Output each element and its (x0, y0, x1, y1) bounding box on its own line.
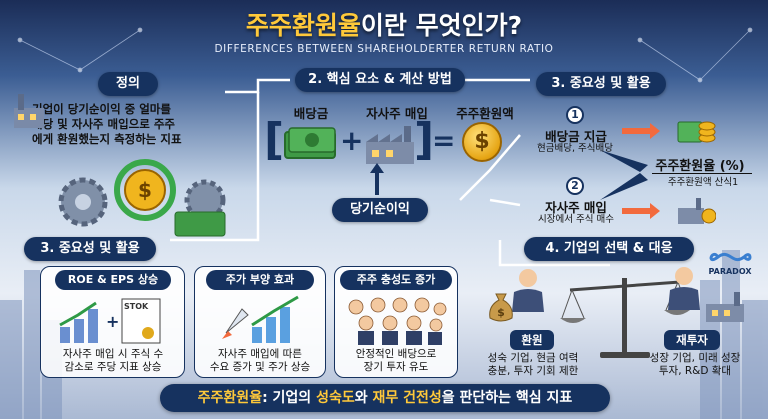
step-1-number: 1 (566, 106, 584, 124)
page-subtitle: DIFFERENCES BETWEEN SHAREHOLDERTER RETUR… (214, 43, 554, 55)
step-2-number: 2 (566, 177, 584, 195)
result-title: 주주환원율 (%) (655, 159, 745, 174)
footer-banner: 주주환원율: 기업의 성숙도와 재무 건전성을 판단하는 핵심 지표 (160, 384, 610, 412)
benefit-price-title: 주가 부양 효과 (206, 270, 314, 290)
return-desc: 성숙 기업, 현금 여력 충분, 투자 기회 제한 (487, 352, 579, 377)
reinvest-tag: 재투자 (664, 330, 720, 350)
buyback-label: 자사주 매입 (366, 106, 428, 121)
stock-certificate-label: STOK (124, 302, 149, 311)
page-title: 주주환원율이란 무엇인가? (245, 11, 523, 40)
bar-chart-icon: + (59, 298, 161, 344)
equals-sign: = (432, 124, 456, 157)
people-group-icon (348, 297, 447, 345)
svg-text:$: $ (138, 178, 152, 202)
reinvest-desc: 성장 기업, 미래 성장 투자, R&D 확대 (649, 352, 741, 377)
svg-text:$: $ (497, 306, 505, 319)
bracket-close: ] (414, 114, 435, 165)
paradox-logo-icon (709, 252, 752, 262)
return-tag: 환원 (510, 330, 554, 350)
result-divider (652, 173, 752, 174)
money-bag-icon: $ (489, 293, 513, 322)
result-sub: 주주환원액 산식1 (667, 177, 739, 188)
step-2-sub: 시장에서 주식 매수 (538, 214, 614, 225)
benefit-price-desc: 자사주 매입에 따른 수요 증가 및 주가 상승 (209, 348, 311, 373)
importance-left-label: 3. 중요성 및 활용 (24, 237, 156, 261)
bracket-open: [ (264, 114, 285, 165)
gears-coin-icon: $ (58, 159, 226, 237)
cash-icon (284, 127, 336, 159)
net-income-label: 당기순이익 (332, 198, 428, 222)
reinvest-factory-icon (706, 292, 744, 322)
importance-right-label: 3. 중요성 및 활용 (536, 72, 666, 96)
step-1-sub: 현금배당, 주식배당 (537, 143, 613, 154)
businessman-right-icon (668, 267, 700, 310)
formula-label: 2. 핵심 요소 & 계산 방법 (295, 68, 465, 92)
strategy-label: 4. 기업의 선택 & 대응 (524, 237, 694, 261)
benefit-loyalty-desc: 안정적인 배당으로 장기 투자 유도 (355, 348, 437, 373)
cash-stack-icon (677, 121, 716, 143)
up-arrow-icon (370, 163, 384, 195)
buyback-factory-icon (366, 126, 414, 164)
benefit-roe-title: ROE & EPS 상승 (55, 270, 171, 290)
svg-text:+: + (106, 312, 119, 331)
benefit-roe-desc: 자사주 매입 시 주식 수 감소로 주당 지표 상승 (62, 348, 164, 373)
businessman-left-icon (512, 269, 544, 312)
step-1-title: 배당금 지급 (545, 129, 607, 144)
dividend-label: 배당금 (293, 106, 329, 121)
paradox-logo-text: PARADOX (708, 267, 752, 276)
small-factory-icon (678, 198, 716, 224)
step-2-title: 자사주 매입 (545, 200, 607, 215)
definition-text: 기업이 당기순이익 중 얼마를 배당 및 자사주 매입으로 주주 에게 환원했는… (32, 102, 182, 146)
plus-sign: + (340, 124, 364, 157)
coin-icon: $ (462, 122, 502, 162)
rocket-chart-icon (222, 295, 299, 343)
shareholder-return-label: 주주환원액 (456, 106, 514, 121)
benefit-loyalty-title: 주주 충성도 증가 (340, 270, 452, 290)
definition-label: 정의 (98, 72, 158, 96)
factory-icon (14, 94, 44, 128)
